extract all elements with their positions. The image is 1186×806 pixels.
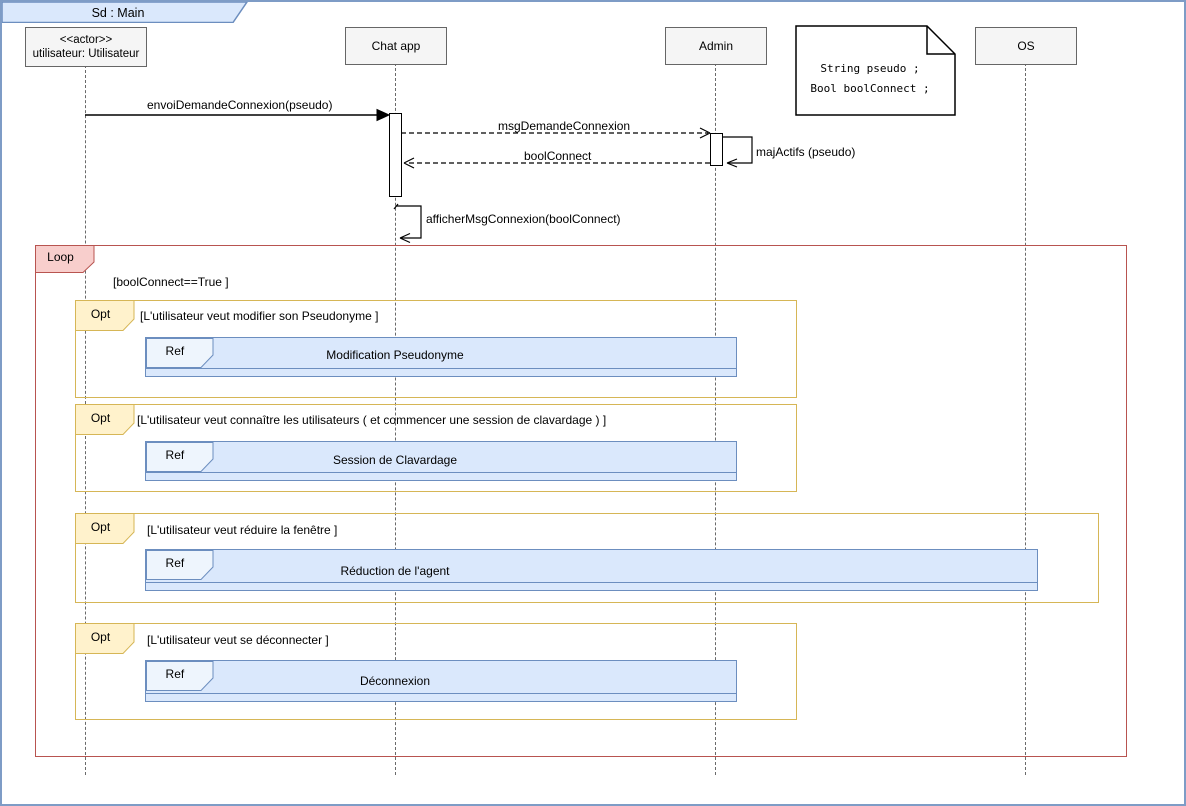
ref-box-session-clavardage bbox=[145, 441, 737, 481]
ref-2-title: Session de Clavardage bbox=[332, 453, 458, 467]
ref-4-tab: Ref bbox=[146, 661, 214, 691]
ref-box-reduction-agent bbox=[145, 549, 1038, 591]
activation-chat-app bbox=[389, 113, 402, 197]
lifeline-head-utilisateur: <<actor>> utilisateur: Utilisateur bbox=[25, 27, 147, 67]
ref-tab-shape bbox=[146, 550, 214, 580]
ref-3-label-text: Ref bbox=[165, 556, 185, 571]
loop-label-text: Loop bbox=[47, 250, 74, 265]
ref-box-deconnexion bbox=[145, 660, 737, 702]
opt-4-guard: [L'utilisateur veut se déconnecter ] bbox=[147, 633, 329, 647]
message-label-maj-actifs: majActifs (pseudo) bbox=[756, 145, 856, 159]
ref-divider bbox=[146, 693, 736, 694]
lifeline-head-chat-app: Chat app bbox=[345, 27, 447, 65]
message-label-bool-connect: boolConnect bbox=[524, 149, 592, 163]
ref-divider bbox=[146, 368, 736, 369]
page-title: Sd : Main bbox=[91, 5, 145, 20]
ref-tab-shape bbox=[146, 661, 214, 691]
ref-divider bbox=[146, 472, 736, 473]
note-shape bbox=[795, 25, 956, 116]
ref-tab-shape bbox=[146, 442, 214, 472]
diagram-title-banner: Sd : Main bbox=[1, 1, 249, 24]
ref-3-tab: Ref bbox=[146, 550, 214, 580]
actor-name: utilisateur: Utilisateur bbox=[32, 48, 140, 60]
opt-fragment-1-label: Opt bbox=[75, 300, 135, 331]
opt-label-shape bbox=[75, 404, 135, 435]
ref-4-title: Déconnexion bbox=[359, 674, 431, 688]
message-label-envoi-demande-connexion: envoiDemandeConnexion(pseudo) bbox=[147, 98, 333, 112]
loop-fragment bbox=[35, 245, 1127, 757]
ref-1-tab: Ref bbox=[146, 338, 214, 368]
lifeline-name: Chat app bbox=[371, 39, 421, 53]
opt-2-guard: [L'utilisateur veut connaître les utilis… bbox=[137, 413, 607, 427]
ref-box-modification-pseudonyme bbox=[145, 337, 737, 377]
message-label-msg-demande-connexion: msgDemandeConnexion bbox=[498, 119, 631, 133]
loop-fragment-label: Loop bbox=[35, 245, 95, 273]
lifeline-name: Admin bbox=[698, 39, 733, 53]
opt-fragment-4-label: Opt bbox=[75, 623, 135, 654]
title-banner-shape bbox=[1, 1, 249, 24]
opt-fragment-3-label: Opt bbox=[75, 513, 135, 544]
loop-label-shape bbox=[35, 245, 95, 273]
loop-guard: [boolConnect==True ] bbox=[113, 275, 229, 289]
opt-fragment-3 bbox=[75, 513, 1099, 603]
lifeline-chat-app bbox=[395, 63, 396, 775]
note-line-2: Bool boolConnect ; bbox=[810, 82, 930, 95]
opt-1-label-text: Opt bbox=[90, 306, 111, 321]
opt-fragment-2 bbox=[75, 404, 797, 492]
opt-fragment-2-label: Opt bbox=[75, 404, 135, 435]
lifeline-head-os: OS bbox=[975, 27, 1077, 65]
lifeline-admin bbox=[715, 63, 716, 775]
opt-label-shape bbox=[75, 513, 135, 544]
opt-fragment-4 bbox=[75, 623, 797, 720]
actor-stereotype: <<actor>> bbox=[59, 33, 113, 46]
opt-4-label-text: Opt bbox=[90, 629, 111, 644]
lifeline-name: OS bbox=[1017, 39, 1035, 53]
ref-tab-shape bbox=[146, 338, 214, 368]
opt-1-guard: [L'utilisateur veut modifier son Pseudon… bbox=[140, 309, 379, 323]
opt-label-shape bbox=[75, 300, 135, 331]
message-label-afficher-msg-connexion: afficherMsgConnexion(boolConnect) bbox=[426, 212, 621, 226]
lifeline-os bbox=[1025, 63, 1026, 775]
opt-3-guard: [L'utilisateur veut réduire la fenêtre ] bbox=[147, 523, 338, 537]
opt-label-shape bbox=[75, 623, 135, 654]
ref-1-title: Modification Pseudonyme bbox=[326, 348, 464, 362]
ref-2-tab: Ref bbox=[146, 442, 214, 472]
lifeline-head-admin: Admin bbox=[665, 27, 767, 65]
note-variables: String pseudo ; Bool boolConnect ; bbox=[795, 25, 957, 117]
opt-3-label-text: Opt bbox=[90, 519, 111, 534]
ref-2-label-text: Ref bbox=[165, 448, 185, 463]
ref-4-label-text: Ref bbox=[165, 667, 185, 682]
ref-1-label-text: Ref bbox=[165, 344, 185, 359]
ref-divider bbox=[146, 582, 1037, 583]
note-line-1: String pseudo ; bbox=[820, 62, 920, 75]
opt-2-label-text: Opt bbox=[90, 410, 111, 425]
opt-fragment-1 bbox=[75, 300, 797, 398]
activation-admin bbox=[710, 133, 723, 166]
ref-3-title: Réduction de l'agent bbox=[340, 564, 450, 578]
